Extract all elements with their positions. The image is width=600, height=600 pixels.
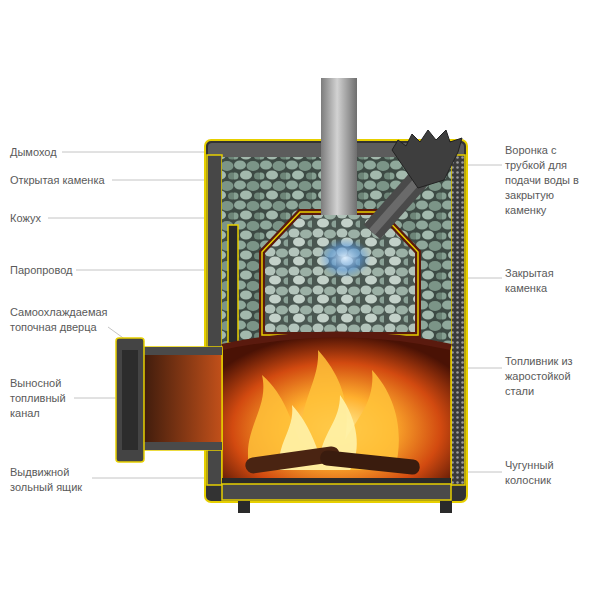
part-label: Закрытая каменка — [505, 266, 575, 296]
fuel-channel-bottom — [140, 442, 222, 450]
closed-chamber-outline — [262, 212, 418, 335]
grate — [222, 478, 451, 484]
leg — [440, 501, 452, 513]
part-label: Топливник из жаростойкой стали — [505, 354, 595, 399]
closed-chamber — [262, 212, 418, 335]
part-label: Выносной топливный канал — [10, 376, 72, 421]
part-label: Дымоход — [10, 145, 130, 160]
chimney — [321, 78, 357, 215]
part-label: Выдвижной зольный ящик — [10, 465, 90, 495]
part-label: Воронка с трубкой для подачи воды в закр… — [505, 143, 587, 218]
fire-door — [116, 338, 144, 462]
part-label: Чугунный колосник — [505, 458, 575, 488]
part-label: Кожух — [10, 211, 110, 226]
part-label: Открытая каменка — [10, 173, 140, 188]
part-label: Паропровод — [10, 263, 130, 278]
casing-mesh — [451, 155, 465, 485]
part-label: Самоохлаждаемая топочная дверца — [10, 305, 110, 335]
steam-duct — [228, 225, 238, 343]
leader-line — [48, 218, 210, 219]
log — [319, 450, 420, 475]
steam-cloud — [319, 238, 371, 278]
fire-door-panel — [122, 350, 138, 450]
leg — [238, 501, 250, 513]
fuel-channel-top — [140, 347, 222, 355]
water-funnel — [392, 130, 462, 188]
firebox — [222, 335, 451, 481]
fuel-channel — [140, 347, 222, 450]
firebox-top — [222, 335, 451, 348]
ash-drawer — [222, 484, 451, 500]
